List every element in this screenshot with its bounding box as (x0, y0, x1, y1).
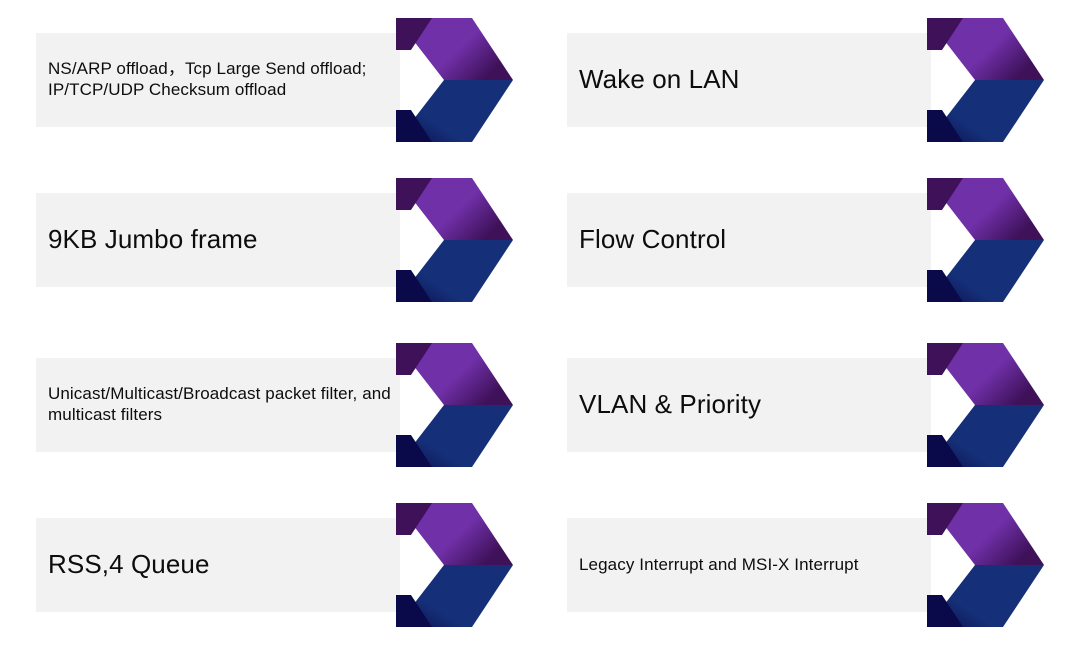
chevron-arrow-right-icon (386, 9, 514, 151)
chevron-arrow-right-icon (917, 9, 1045, 151)
feature-label-text: Wake on LAN (579, 64, 740, 95)
chevron-arrow-right-icon (917, 494, 1045, 636)
feature-label-text: 9KB Jumbo frame (48, 224, 258, 255)
chevron-arrow-right-icon (386, 169, 514, 311)
feature-banner: RSS,4 Queue (36, 494, 514, 653)
feature-label-bar: NS/ARP offload，Tcp Large Send offload; I… (36, 33, 400, 127)
feature-label-bar: Wake on LAN (567, 33, 931, 127)
feature-label-text: RSS,4 Queue (48, 549, 210, 580)
chevron-arrow-right-icon (917, 334, 1045, 476)
feature-label-text: VLAN & Priority (579, 389, 762, 420)
feature-label-bar: Flow Control (567, 193, 931, 287)
feature-label-text: Flow Control (579, 224, 727, 255)
feature-label-bar: Legacy Interrupt and MSI-X Interrupt (567, 518, 931, 612)
feature-banner: Flow Control (567, 169, 1045, 328)
feature-label-text: Legacy Interrupt and MSI-X Interrupt (579, 554, 859, 574)
chevron-arrow-right-icon (917, 169, 1045, 311)
feature-label-bar: RSS,4 Queue (36, 518, 400, 612)
feature-label-bar: Unicast/Multicast/Broadcast packet filte… (36, 358, 400, 452)
feature-label-text: NS/ARP offload，Tcp Large Send offload; I… (48, 59, 367, 99)
feature-label-text: Unicast/Multicast/Broadcast packet filte… (48, 384, 391, 424)
feature-banner: Legacy Interrupt and MSI-X Interrupt (567, 494, 1045, 653)
chevron-arrow-right-icon (386, 334, 514, 476)
feature-banner: NS/ARP offload，Tcp Large Send offload; I… (36, 9, 514, 168)
feature-banner: 9KB Jumbo frame (36, 169, 514, 328)
feature-label-bar: 9KB Jumbo frame (36, 193, 400, 287)
feature-banner: Wake on LAN (567, 9, 1045, 168)
feature-banner: Unicast/Multicast/Broadcast packet filte… (36, 334, 514, 493)
feature-label-bar: VLAN & Priority (567, 358, 931, 452)
feature-banner: VLAN & Priority (567, 334, 1045, 493)
chevron-arrow-right-icon (386, 494, 514, 636)
